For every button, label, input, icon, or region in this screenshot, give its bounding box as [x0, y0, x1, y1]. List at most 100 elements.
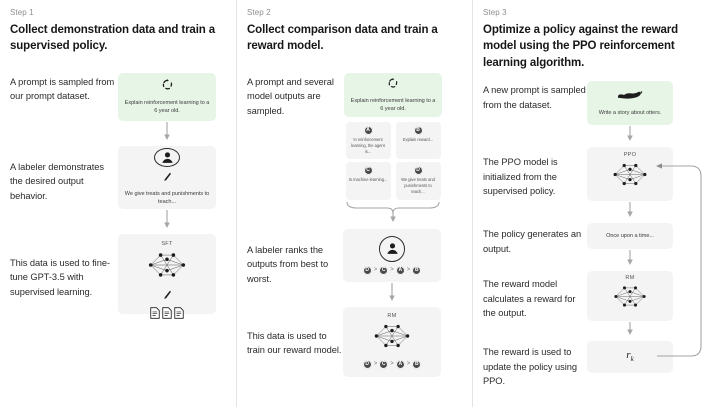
labeler-box: We give treats and punishments to teach.… [118, 145, 216, 209]
step-2-caption-3: This data is used to train our reward mo… [247, 330, 342, 356]
step-3-caption-5: The reward is used to update the policy … [483, 346, 577, 387]
step-3-caption-3: The policy generates an output. [483, 228, 582, 254]
brace-arrow-icon [343, 200, 443, 229]
output-card-a: A In reinforcement learning, the agent i… [345, 121, 391, 160]
step-1-label: Step 1 [10, 8, 34, 17]
output-text-b: Explain reward... [402, 136, 434, 142]
rank-badge-2: C [379, 359, 389, 369]
step-2-column: Step 2 Collect comparison data and train… [236, 0, 472, 407]
prompt-box-text: Write a story about otters. [598, 110, 662, 117]
rank-separator: > [390, 361, 394, 367]
step-1-caption-3: This data is used to fine-tune GPT-3.5 w… [10, 257, 110, 298]
down-arrow-icon [162, 209, 172, 234]
step-1-row-2: A labeler demonstrates the desired outpu… [8, 145, 226, 234]
step-1-visual-3: SFT [118, 233, 216, 319]
output-badge-b: B [413, 125, 423, 135]
step-1-caption-2: A labeler demonstrates the desired outpu… [10, 161, 104, 202]
rank-separator: > [406, 361, 411, 367]
step-3-row-4: The reward model calculates a reward for… [481, 270, 710, 341]
person-circle-icon [154, 147, 180, 167]
ppo-model-box: PPO [587, 146, 673, 201]
step-3-visual-5: rk [587, 340, 673, 373]
rm-label: RM [387, 312, 397, 319]
output-text-d: We give treats and punishments to teach.… [401, 177, 435, 195]
step-2-row-1: A prompt and several model outputs are s… [245, 72, 462, 229]
step-2-row-2: A labeler ranks the outputs from best to… [245, 228, 462, 307]
step-3-row-5: The reward is used to update the policy … [481, 340, 710, 389]
step-3-label: Step 3 [483, 8, 507, 17]
step-2-visual-2: D > C > A > B [343, 228, 441, 307]
reward-subscript: k [630, 355, 634, 364]
neural-net-icon [610, 160, 650, 194]
rank-badge-2: C [379, 265, 389, 275]
rank-separator: > [373, 361, 378, 367]
refresh-cycle-icon [387, 76, 399, 94]
neural-net-icon [611, 283, 649, 315]
output-badge-d: D [413, 166, 423, 176]
output-card-c: C In machine learning... [345, 162, 391, 200]
rank-badge-4: B [412, 265, 422, 275]
step-2-caption-1: A prompt and several model outputs are s… [247, 76, 334, 117]
generated-output-box: Once upon a time... [587, 222, 673, 249]
step-3-title: Optimize a policy against the reward mod… [483, 24, 679, 69]
down-arrow-icon [625, 125, 635, 147]
reward-symbol: r [626, 349, 631, 362]
step-2-title: Collect comparison data and train a rewa… [247, 24, 438, 53]
step-2-label: Step 2 [247, 8, 271, 17]
rank-badge-1: D [362, 359, 372, 369]
step-1-column: Step 1 Collect demonstration data and tr… [0, 0, 236, 407]
step-3-row-1: A new prompt is sampled from the dataset… [481, 80, 710, 147]
rank-badge-1: D [362, 265, 372, 275]
down-arrow-icon [625, 249, 635, 271]
neural-net-icon [371, 321, 413, 356]
reward-value-box: rk [587, 340, 673, 373]
labeler-ranking-box: D > C > A > B [343, 228, 441, 282]
person-circle-icon [379, 235, 405, 262]
otter-icon [617, 88, 643, 106]
step-3-visual-1: Write a story about otters. [587, 80, 673, 147]
generated-output-text: Once upon a time... [606, 232, 654, 239]
document-stack-icon [150, 306, 184, 319]
rank-badge-3: A [395, 359, 405, 369]
step-1-visual-1: Explain reinforcement learning to a 6 ye… [118, 72, 216, 146]
step-2-visual-3: RM [343, 306, 441, 377]
step-3-caption-2: The PPO model is initialized from the su… [483, 156, 558, 197]
rank-badge-4: B [412, 359, 422, 369]
output-card-b: B Explain reward... [395, 121, 441, 160]
output-badge-a: A [363, 125, 373, 135]
down-arrow-icon [162, 121, 172, 146]
sft-label: SFT [161, 240, 173, 247]
step-3-caption-1: A new prompt is sampled from the dataset… [483, 84, 586, 110]
output-card-d: D We give treats and punishments to teac… [395, 162, 441, 200]
ppo-label: PPO [623, 151, 637, 158]
output-text-a: In reinforcement learning, the agent is.… [351, 136, 385, 154]
rm-label: RM [625, 274, 635, 281]
down-arrow-icon [387, 282, 397, 307]
step-3-column: Step 3 Optimize a policy against the rew… [472, 0, 720, 407]
rank-separator: > [390, 267, 394, 273]
step-3-row-3: The policy generates an output. Once upo… [481, 222, 710, 271]
step-3-rows: A new prompt is sampled from the dataset… [481, 80, 710, 389]
step-2-row-3: This data is used to train our reward mo… [245, 306, 462, 377]
step-2-caption-2: A labeler ranks the outputs from best to… [247, 244, 329, 284]
step-1-rows: A prompt is sampled from our prompt data… [8, 72, 226, 319]
step-3-visual-3: Once upon a time... [587, 222, 673, 271]
ranking-row: D > C > A > B [362, 265, 422, 275]
rank-badge-3: A [395, 265, 405, 275]
prompt-box: Explain reinforcement learning to a 6 ye… [344, 72, 442, 117]
prompt-box: Explain reinforcement learning to a 6 ye… [118, 72, 216, 121]
output-text-c: In machine learning... [348, 177, 388, 183]
reward-model-box: RM [343, 306, 441, 377]
down-arrow-icon [625, 201, 635, 223]
step-2-rows: A prompt and several model outputs are s… [245, 72, 462, 377]
prompt-box-text: Explain reinforcement learning to a 6 ye… [350, 97, 436, 113]
step-2-visual-1: Explain reinforcement learning to a 6 ye… [343, 72, 443, 229]
step-3-visual-2: PPO [587, 146, 673, 223]
labeler-box-text: We give treats and punishments to teach.… [124, 190, 210, 206]
step-1-caption-1: A prompt is sampled from our prompt data… [10, 76, 115, 102]
step-3-visual-4: RM [587, 270, 673, 341]
sft-model-box: SFT [118, 233, 216, 319]
rank-separator: > [373, 267, 378, 273]
down-arrow-icon [625, 321, 635, 341]
